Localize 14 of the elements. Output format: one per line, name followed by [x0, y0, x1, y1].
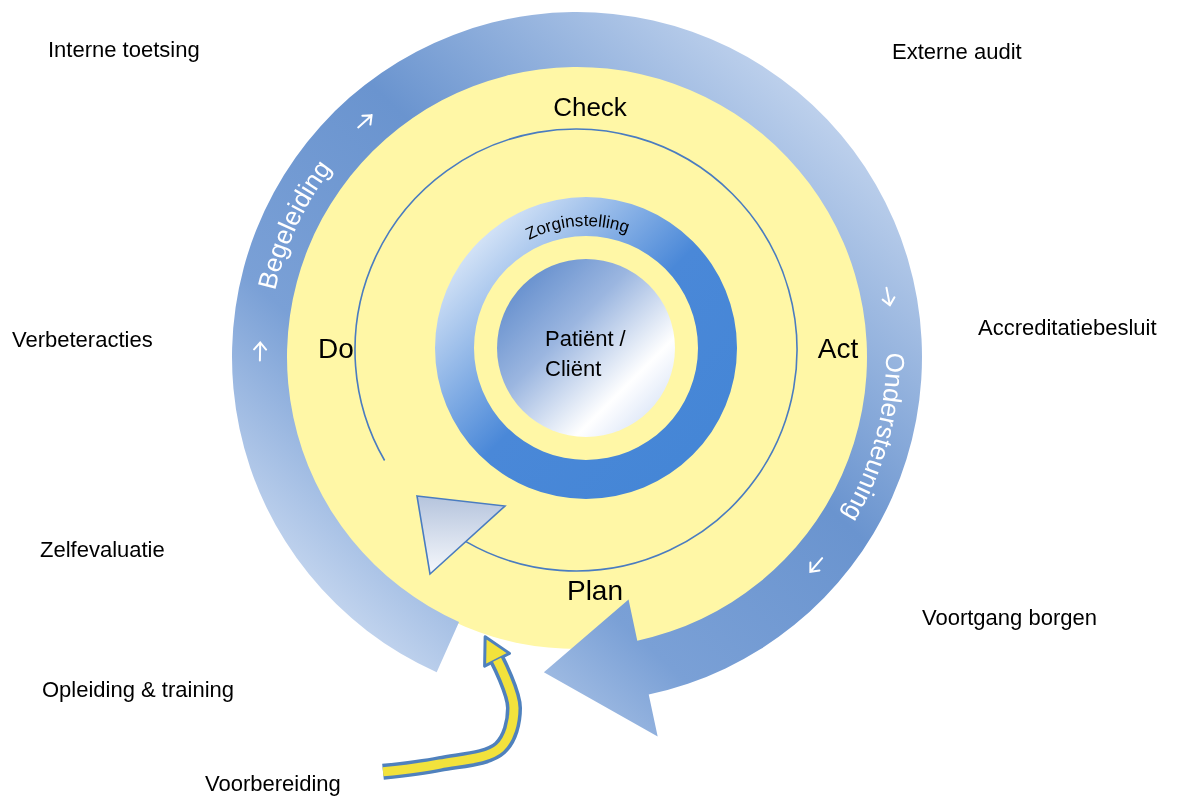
organization-ring [435, 197, 737, 499]
phase-label: Do [317, 333, 355, 365]
phase-label: Plan [565, 575, 624, 607]
phase-label: Check [552, 92, 628, 122]
activity-label: Verbeteracties [12, 327, 153, 353]
activity-label: Accreditatiebesluit [978, 315, 1157, 341]
activity-label: Interne toetsing [48, 37, 200, 63]
center-label: Patiënt / Cliënt [545, 325, 627, 383]
activity-label: Zelfevaluatie [40, 537, 165, 563]
activity-label: Externe audit [892, 39, 1022, 65]
activity-label: Opleiding & training [42, 677, 234, 703]
activity-label: Voortgang borgen [922, 605, 1097, 631]
step-label: Voorbereiding [205, 770, 383, 798]
ring-label: Zorginstelling [522, 210, 632, 244]
